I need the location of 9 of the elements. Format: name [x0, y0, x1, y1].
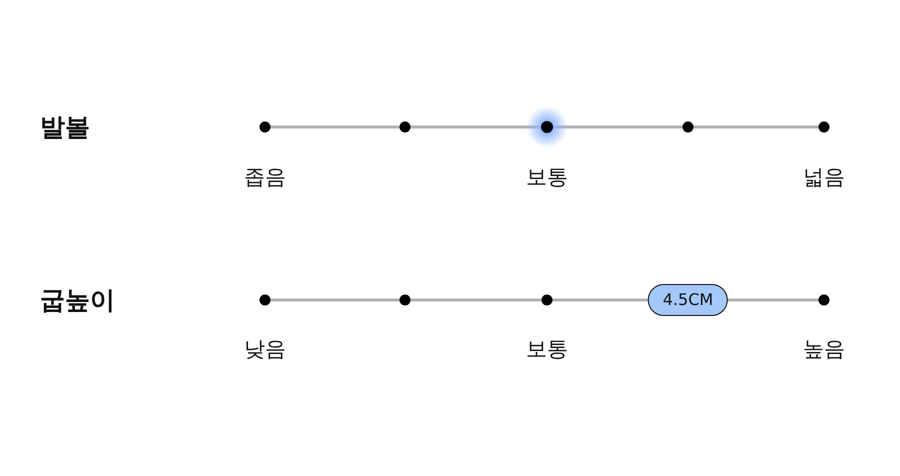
- scale-label: 보통: [526, 164, 568, 191]
- scale-label: 보통: [526, 336, 568, 363]
- scale-label: 좁음: [244, 164, 286, 191]
- scale-title: 굽높이: [40, 284, 115, 316]
- scale-label: 낮음: [244, 336, 286, 363]
- scale-label: 높음: [803, 336, 845, 363]
- value-badge: 4.5CM: [648, 284, 728, 316]
- scale-title: 발볼: [40, 112, 90, 144]
- scale-label: 넓음: [803, 164, 845, 191]
